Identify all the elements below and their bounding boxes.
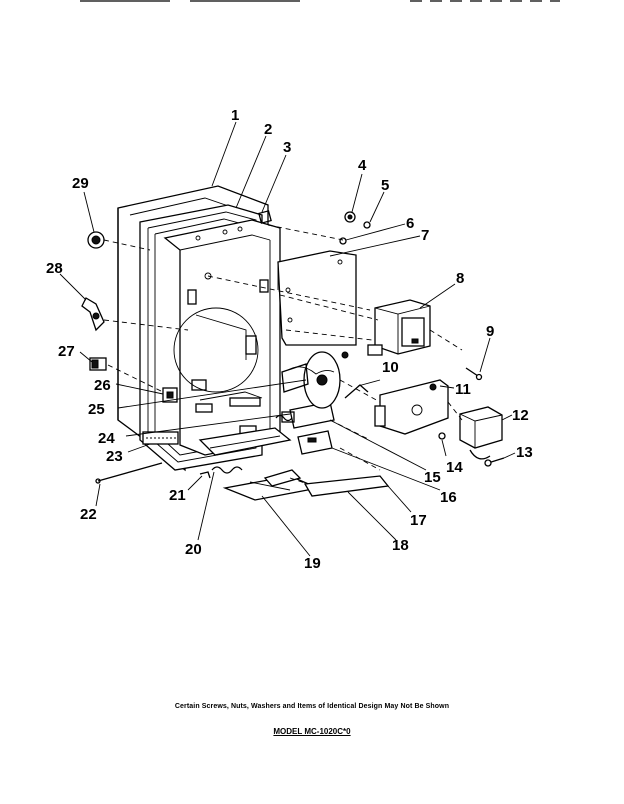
callout-17: 17: [410, 512, 427, 529]
callout-23: 23: [106, 448, 123, 465]
callout-29: 29: [72, 175, 89, 192]
lever-strip: [198, 427, 292, 456]
callout-22: 22: [80, 506, 97, 523]
callout-9: 9: [486, 323, 494, 340]
callout-8: 8: [456, 270, 464, 287]
chassis-plate-part-3: [163, 210, 281, 456]
shaft-part-10: [341, 351, 369, 399]
callout-10: 10: [382, 359, 399, 376]
transformer-part-8: [367, 299, 431, 356]
callout-7: 7: [421, 227, 429, 244]
callout-4: 4: [358, 157, 367, 174]
motor-plate-part-11: [374, 379, 449, 435]
switch-part-16: [297, 430, 333, 455]
wing-knob-part-28: [81, 297, 105, 332]
callout-18: 18: [392, 537, 409, 554]
callout-27: 27: [58, 343, 75, 360]
switch-bracket-part-19: [222, 469, 321, 501]
leader-lines: [59, 121, 516, 557]
motor-part-12: [459, 406, 503, 460]
callout-2: 2: [264, 121, 272, 138]
screw-part-5: [363, 221, 371, 229]
callout-28: 28: [46, 260, 63, 277]
latch-block-part-26: [162, 387, 178, 403]
callout-20: 20: [185, 541, 202, 558]
rod-part-22: [95, 462, 163, 484]
clip-part-21: [199, 471, 211, 479]
callout-1: 1: [231, 107, 239, 124]
callout-24: 24: [98, 430, 115, 447]
callout-13: 13: [516, 444, 533, 461]
knob-part-29: [87, 231, 105, 249]
callout-labels: 1 2 3 4 5 6 7 8 9 10 11 12 13 14 15 16 1…: [46, 107, 533, 572]
screw-part-6: [339, 237, 347, 245]
plate-part-18: [303, 475, 390, 497]
callout-12: 12: [512, 407, 529, 424]
callout-19: 19: [304, 555, 321, 572]
callout-14: 14: [446, 459, 463, 476]
footer-note: Certain Screws, Nuts, Washers and Items …: [174, 703, 450, 710]
callout-16: 16: [440, 489, 457, 506]
callout-3: 3: [283, 139, 291, 156]
screw-part-14: [438, 432, 446, 440]
nut-part-4: [344, 211, 356, 223]
callout-11: 11: [455, 381, 471, 398]
callout-15: 15: [424, 469, 441, 486]
screw-part-9: [465, 367, 483, 381]
callout-6: 6: [406, 215, 414, 232]
bracket-part-7: [277, 250, 357, 346]
plug-part-27: [89, 357, 107, 371]
hinge-strip-part-23: [142, 431, 179, 445]
callout-5: 5: [381, 177, 389, 194]
screw-part-13: [484, 457, 505, 467]
model-number: MODEL MC-1020C*0: [273, 727, 351, 736]
callout-21: 21: [169, 487, 186, 504]
spring-part-20: [211, 466, 243, 474]
callout-25: 25: [88, 401, 105, 418]
callout-26: 26: [94, 377, 111, 394]
stirrer-blade-part-25: [281, 351, 341, 409]
